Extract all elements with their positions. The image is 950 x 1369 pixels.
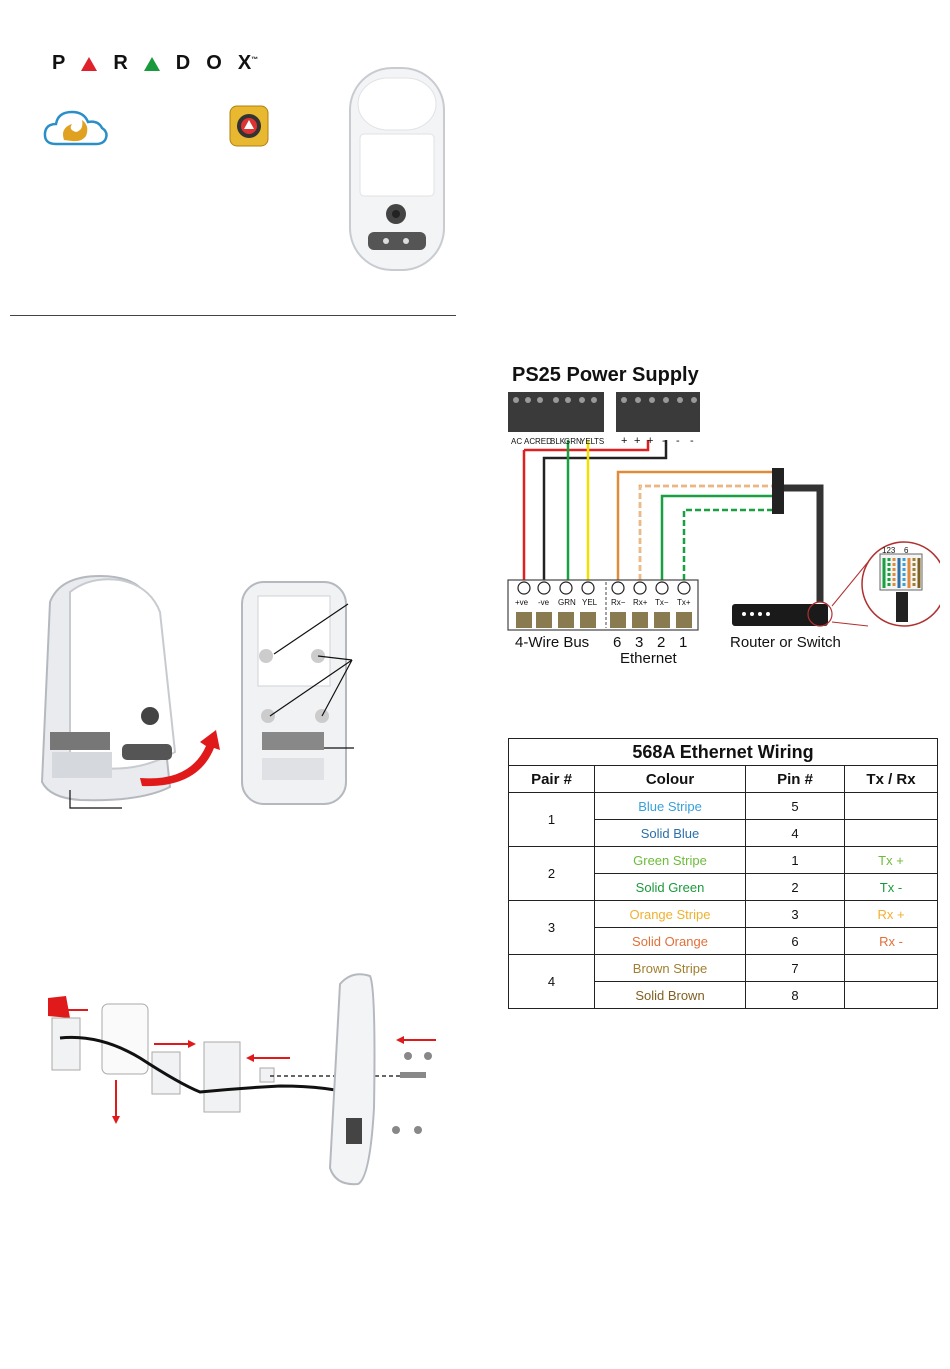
table-title: 568A Ethernet Wiring — [508, 738, 938, 766]
colour-cell: Orange Stripe — [594, 900, 746, 928]
pin-cell: 3 — [745, 900, 845, 928]
ps-terminal-plus2: + — [634, 435, 641, 447]
ps-terminal-plus1: + — [621, 435, 628, 447]
dev-terminal-grn: GRN — [558, 598, 576, 607]
logo-letter-d: D — [175, 52, 191, 74]
ethernet-pin-6: 6 — [613, 634, 622, 651]
pin-cell: 2 — [745, 873, 845, 901]
header-pair: Pair # — [508, 765, 595, 793]
cloud-swan-app-icon — [43, 110, 108, 146]
power-supply-title: PS25 Power Supply — [512, 364, 699, 386]
exploded-view-illustration — [48, 973, 436, 1186]
ps-terminal-minus2: - — [676, 435, 680, 447]
paradox-logo: P R D O X™ — [52, 52, 258, 75]
ps-terminal-yel: YEL — [580, 437, 596, 446]
pin-cell: 8 — [745, 981, 845, 1009]
colour-cell: Solid Green — [594, 873, 746, 901]
colour-cell: Brown Stripe — [594, 954, 746, 982]
txrx-cell — [844, 954, 938, 982]
ps-terminal-red: RED — [535, 437, 552, 446]
txrx-cell: Tx - — [844, 873, 938, 901]
ps-terminal-minus3: - — [690, 435, 694, 447]
router-label: Router or Switch — [730, 634, 841, 651]
ethernet-label: Ethernet — [620, 650, 677, 667]
pin-cell: 7 — [745, 954, 845, 982]
pair-number-cell: 4 — [508, 954, 595, 1009]
insite-gold-app-icon — [229, 105, 269, 147]
pin-cell: 1 — [745, 846, 845, 874]
pair-number-cell: 2 — [508, 846, 595, 901]
rj45-pins-label: 123 — [882, 546, 896, 555]
logo-letter-r: R — [113, 52, 128, 74]
txrx-cell — [844, 981, 938, 1009]
ps-terminal-ac1: AC — [511, 437, 523, 446]
header-colour: Colour — [594, 765, 746, 793]
ps-terminal-ts: TS — [594, 437, 605, 446]
logo-letter-o: O — [206, 52, 222, 74]
txrx-cell — [844, 792, 938, 820]
logo-letter-p: P — [52, 52, 66, 74]
dev-terminal-yel: YEL — [582, 598, 598, 607]
mounting-illustration — [40, 574, 354, 809]
pin-cell: 5 — [745, 792, 845, 820]
ps-terminal-grn: GRN — [564, 437, 582, 446]
red-triangle-icon — [81, 56, 98, 71]
pair-number-cell: 1 — [508, 792, 595, 847]
colour-cell: Solid Blue — [594, 819, 746, 847]
pair-number-cell: 3 — [508, 900, 595, 955]
dev-terminal-tx-plus: Tx+ — [677, 598, 691, 607]
header-txrx: Tx / Rx — [844, 765, 938, 793]
green-triangle-icon — [143, 56, 160, 71]
ethernet-pin-1: 1 — [679, 634, 688, 651]
wiring-diagram — [507, 392, 940, 631]
ethernet-pin-2: 2 — [657, 634, 666, 651]
txrx-cell: Tx + — [844, 846, 938, 874]
logo-letter-x: X™ — [237, 52, 259, 74]
pin-cell: 4 — [745, 819, 845, 847]
header-pin: Pin # — [745, 765, 845, 793]
ps-terminal-blk: BLK — [550, 437, 566, 446]
txrx-cell — [844, 819, 938, 847]
motion-detector-device — [349, 67, 445, 271]
ethernet-wiring-table: 568A Ethernet Wiring Pair # Colour Pin #… — [508, 738, 938, 1009]
ps-terminal-ac2: AC — [524, 437, 536, 446]
ps-terminal-minus1: - — [662, 435, 666, 447]
colour-cell: Solid Brown — [594, 981, 746, 1009]
ps-terminal-plus3: + — [647, 435, 654, 447]
rj45-pin6-label: 6 — [904, 546, 909, 555]
section-divider — [10, 315, 456, 316]
pin-cell: 6 — [745, 927, 845, 955]
router-icon — [732, 604, 828, 626]
ethernet-pin-3: 3 — [635, 634, 644, 651]
colour-cell: Blue Stripe — [594, 792, 746, 820]
txrx-cell: Rx + — [844, 900, 938, 928]
colour-cell: Solid Orange — [594, 927, 746, 955]
dev-terminal-rx-minus: Rx− — [611, 598, 626, 607]
four-wire-bus-label: 4-Wire Bus — [515, 634, 590, 651]
txrx-cell: Rx - — [844, 927, 938, 955]
dev-terminal-rx-plus: Rx+ — [633, 598, 648, 607]
colour-cell: Green Stripe — [594, 846, 746, 874]
dev-terminal-minus-ve: -ve — [538, 598, 550, 607]
power-supply-terminal-blocks — [508, 392, 700, 432]
dev-terminal-tx-minus: Tx− — [655, 598, 669, 607]
dev-terminal-plus-ve: +ve — [515, 598, 529, 607]
